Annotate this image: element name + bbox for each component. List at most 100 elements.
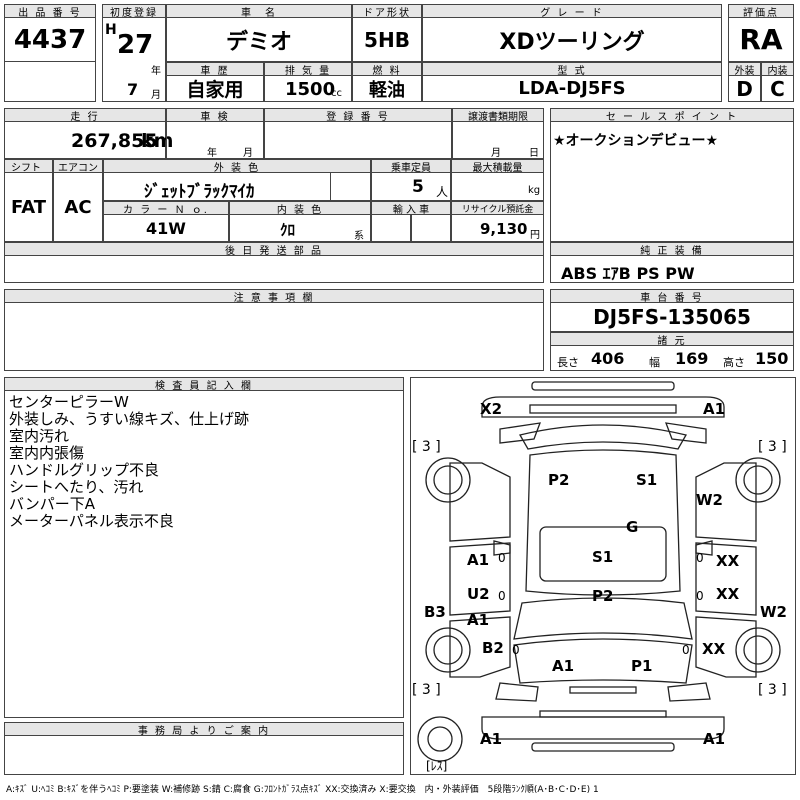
max-load-header: 最大積載量 xyxy=(451,159,544,173)
reg-no-header: 登 録 番 号 xyxy=(264,108,452,122)
damage-label: 0 xyxy=(512,643,520,657)
sales-point-value: ★オークションデビュー★ xyxy=(553,133,719,149)
office-value xyxy=(4,735,404,775)
import-value-2 xyxy=(411,214,451,242)
first-reg-box: H 27 年 7 月 xyxy=(102,17,166,102)
tire-bl: [ 3 ] xyxy=(412,682,441,698)
displacement-header: 排 気 量 xyxy=(264,62,352,76)
displacement-value: 1500 xyxy=(285,79,336,100)
caution-value xyxy=(4,302,544,371)
damage-label: XX xyxy=(702,640,726,658)
capacity-box: 5 人 xyxy=(371,172,451,201)
inspection-year-unit: 年 xyxy=(207,148,217,159)
damage-label: A1 xyxy=(467,611,490,629)
damage-label: A1 xyxy=(467,551,490,569)
exterior-score-header: 外装 xyxy=(728,62,761,76)
damage-label: 0 xyxy=(682,643,690,657)
reg-month: 7 xyxy=(127,80,139,99)
aircon-value: AC xyxy=(53,172,103,242)
fuel-value: 軽油 xyxy=(352,75,422,102)
color-no-value: 41W xyxy=(103,214,229,242)
max-load-unit: kg xyxy=(528,185,541,196)
later-parts-header: 後 日 発 送 部 品 xyxy=(4,242,544,256)
damage-label: W2 xyxy=(760,603,787,621)
car-diagram xyxy=(417,381,781,762)
aircon-header: エアコン xyxy=(53,159,103,173)
note-line: シートへたり、汚れ xyxy=(9,478,144,496)
score-value: RA xyxy=(728,17,794,62)
damage-label: A1 xyxy=(703,400,726,418)
capacity-header: 乗車定員 xyxy=(371,159,451,173)
interior-color-header: 内 装 色 xyxy=(229,201,371,215)
recycle-unit: 円 xyxy=(530,230,540,241)
later-parts-value xyxy=(4,255,544,283)
chassis-value: DJ5FS-135065 xyxy=(550,302,794,332)
model-value: LDA-DJ5FS xyxy=(422,75,722,102)
year-unit: 年 xyxy=(151,66,161,77)
note-line: 室内汚れ xyxy=(9,427,70,445)
damage-label: A1 xyxy=(703,730,726,748)
recycle-box: 9,130 円 xyxy=(451,214,544,242)
deadline-day-unit: 日 xyxy=(529,148,539,159)
note-line: バンパー下A xyxy=(9,495,96,513)
interior-score-header: 内装 xyxy=(761,62,794,76)
note-line: ハンドルグリップ不良 xyxy=(9,461,160,479)
damage-label: 0 xyxy=(696,589,704,603)
capacity-value: 5 xyxy=(412,177,424,197)
sales-point-header: セ ー ル ス ポ イ ン ト xyxy=(550,108,794,122)
grade-value: XDツーリング xyxy=(422,17,722,62)
era: H xyxy=(105,22,117,38)
damage-label: W2 xyxy=(696,491,723,509)
interior-color-box: ｸﾛ 系 xyxy=(229,214,371,242)
exterior-score-value: D xyxy=(728,75,761,102)
office-header: 事 務 局 よ り ご 案 内 xyxy=(4,722,404,736)
tire-tl: [ 3 ] xyxy=(412,439,441,455)
score-header: 評価点 xyxy=(728,4,794,18)
inspection-month-unit: 月 xyxy=(243,148,253,159)
damage-label: XX xyxy=(716,552,740,570)
history-value: 自家用 xyxy=(166,75,264,102)
width-value: 169 xyxy=(675,349,709,368)
dims-header: 諸 元 xyxy=(550,332,794,346)
tire-tr: [ 3 ] xyxy=(758,439,787,455)
car-name-value: デミオ xyxy=(166,17,352,62)
interior-color-unit: 系 xyxy=(354,231,364,242)
inspection-box: 年 月 xyxy=(166,121,264,159)
damage-label: P2 xyxy=(592,587,614,605)
recycle-header: リサイクル預託金 xyxy=(451,201,544,215)
inspector-header: 検 査 員 記 入 欄 xyxy=(4,377,404,391)
shift-value: FAT xyxy=(4,172,53,242)
mileage-unit: km xyxy=(141,130,174,152)
model-header: 型 式 xyxy=(422,62,722,76)
note-line: 室内内張傷 xyxy=(9,444,85,462)
interior-score-value: C xyxy=(761,75,794,102)
lot-no-header: 出 品 番 号 xyxy=(4,4,96,18)
import-value xyxy=(371,214,411,242)
grade-header: グ レ ー ド xyxy=(422,4,722,18)
displacement-box: 1500 cc xyxy=(264,75,352,102)
damage-label: X2 xyxy=(480,400,503,418)
damage-label: U2 xyxy=(467,585,490,603)
mileage-value: 267,855 xyxy=(71,130,158,152)
damage-label: S1 xyxy=(636,471,658,489)
door-header: ドア形状 xyxy=(352,4,422,18)
door-value: 5HB xyxy=(352,17,422,62)
width-label: 幅 xyxy=(649,356,660,369)
genuine-equip-box: ABS ｴｱB PS PW xyxy=(550,255,794,283)
damage-label: 0 xyxy=(498,551,506,565)
caution-header: 注 意 事 項 欄 xyxy=(4,289,544,303)
mileage-box: 267,855 km xyxy=(4,121,173,159)
lot-no-value: 4437 xyxy=(4,17,96,62)
month-unit: 月 xyxy=(151,90,161,101)
sales-point-box: ★オークションデビュー★ xyxy=(550,121,794,242)
exterior-color-header: 外 装 色 xyxy=(103,159,371,173)
deadline-box: 月 日 xyxy=(452,121,544,159)
history-header: 車 歴 xyxy=(166,62,264,76)
capacity-unit: 人 xyxy=(436,185,449,199)
reg-no-value xyxy=(264,121,452,159)
damage-label: P2 xyxy=(548,471,570,489)
inspection-header: 車 検 xyxy=(166,108,264,122)
deadline-month-unit: 月 xyxy=(491,148,501,159)
damage-label: P1 xyxy=(631,657,653,675)
damage-label: 0 xyxy=(498,589,506,603)
